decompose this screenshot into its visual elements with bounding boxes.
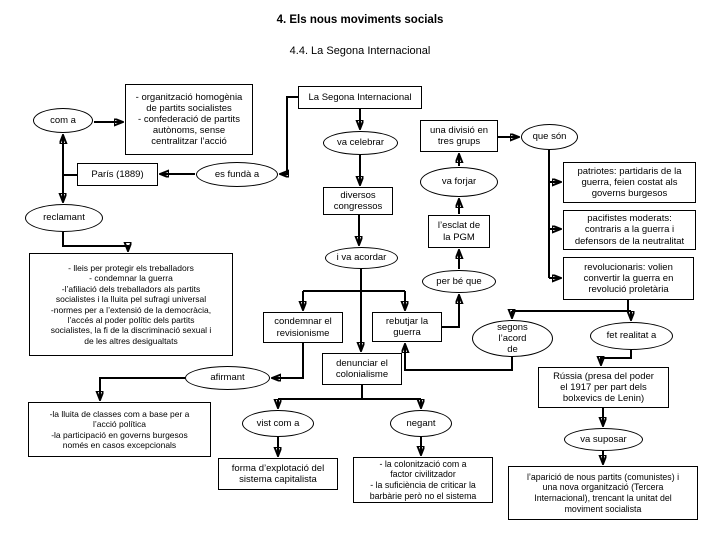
node-diversos-congressos: diversos congressos — [323, 187, 393, 215]
node-organitzacio-homogenia: - organització homogènia de partits soci… — [125, 84, 253, 155]
page-title: 4. Els nous moviments socials — [276, 14, 444, 26]
node-com-a: com a — [33, 108, 93, 133]
node-i-va-acordar: i va acordar — [325, 247, 398, 269]
node-segons-acord-de: segons l’acord de — [472, 320, 553, 357]
node-acords-congressos: - lleis per protegir els treballadors - … — [29, 253, 233, 356]
node-russia-1917: Rússia (presa del poder el 1917 per part… — [538, 367, 669, 408]
node-revolucionaris: revolucionaris: volien convertir la guer… — [563, 257, 694, 300]
node-per-be-que: per bé que — [422, 270, 496, 293]
node-forma-explotacio: forma d’explotació del sistema capitalis… — [218, 458, 338, 490]
node-es-funda-a: es fundà a — [196, 162, 278, 187]
node-negant: negant — [390, 410, 452, 437]
node-lluita-classes: -la lluita de classes com a base per a l… — [28, 402, 211, 457]
node-reclamant: reclamant — [25, 204, 103, 232]
node-denunciar-colonialisme: denunciar el colonialisme — [322, 353, 402, 385]
node-divisio-tres-grups: una divisió en tres grups — [420, 120, 498, 152]
node-que-son: que són — [521, 124, 578, 150]
node-va-suposar: va suposar — [564, 428, 643, 451]
node-condemnar-revisionisme: condemnar el revisionisme — [263, 312, 343, 343]
node-va-celebrar: va celebrar — [323, 131, 398, 155]
node-patriotes: patriotes: partidaris de la guerra, feie… — [563, 162, 696, 203]
node-paris-1889: París (1889) — [77, 163, 158, 186]
node-esclat-pgm: l’esclat de la PGM — [428, 215, 490, 248]
node-afirmant: afirmant — [185, 366, 270, 390]
node-pacifistes-moderats: pacifistes moderats: contraris a la guer… — [563, 210, 696, 250]
node-vist-com-a: vist com a — [242, 410, 314, 437]
node-colonitzacio: - la colonització com a factor civilitza… — [353, 457, 493, 503]
node-rebutjar-guerra: rebutjar la guerra — [372, 312, 442, 342]
page-subtitle: 4.4. La Segona Internacional — [289, 45, 431, 57]
edge-group — [63, 96, 631, 464]
node-segona-internacional: La Segona Internacional — [298, 86, 422, 109]
node-aparicio-nous-partits: l’aparició de nous partits (comunistes) … — [508, 466, 698, 520]
node-va-forjar: va forjar — [420, 167, 498, 197]
node-fet-realitat-a: fet realitat a — [590, 322, 673, 350]
